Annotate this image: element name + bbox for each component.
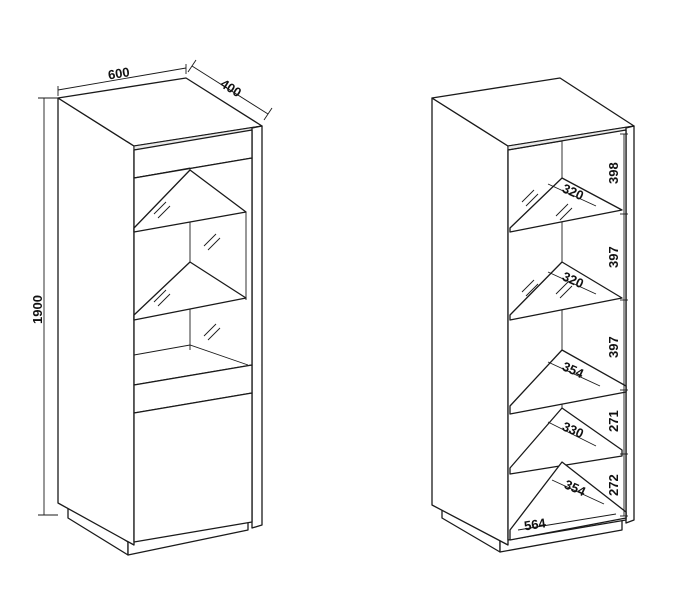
right-glass-shelf-2 — [509, 261, 623, 321]
right-right-side — [625, 125, 635, 524]
left-side-panel — [57, 97, 135, 546]
left-lower-door — [133, 392, 253, 543]
left-height-label: 1900 — [30, 295, 45, 324]
left-height-dimension: 1900 — [30, 97, 58, 516]
left-width-label: 600 — [107, 64, 131, 82]
right-bottom-panel — [509, 461, 627, 541]
inner-width-dimension: 564 — [517, 513, 617, 533]
right-glass-shelf-1 — [509, 177, 623, 233]
glass-reflection-icon — [153, 201, 221, 341]
right-side-panel — [431, 97, 509, 546]
inner-width-label: 564 — [523, 515, 548, 533]
left-width-dimension: 600 — [57, 64, 187, 96]
glass-reflection-icon — [521, 189, 573, 299]
right-cabinet: 320 320 354 330 354 564 398 397 39 — [431, 77, 635, 553]
gap-label-4: 271 — [606, 410, 621, 432]
gap-label-5: 272 — [606, 474, 621, 496]
left-right-side — [251, 125, 263, 529]
gap-label-3: 397 — [606, 336, 621, 358]
right-shelf-4 — [509, 407, 623, 475]
right-shelf-3 — [509, 349, 627, 415]
left-cabinet: 600 400 1900 — [30, 59, 273, 556]
gap-label-2: 397 — [606, 246, 621, 268]
vertical-gap-dimensions: 398 397 397 271 272 — [606, 133, 628, 517]
gap-label-1: 398 — [606, 162, 621, 184]
